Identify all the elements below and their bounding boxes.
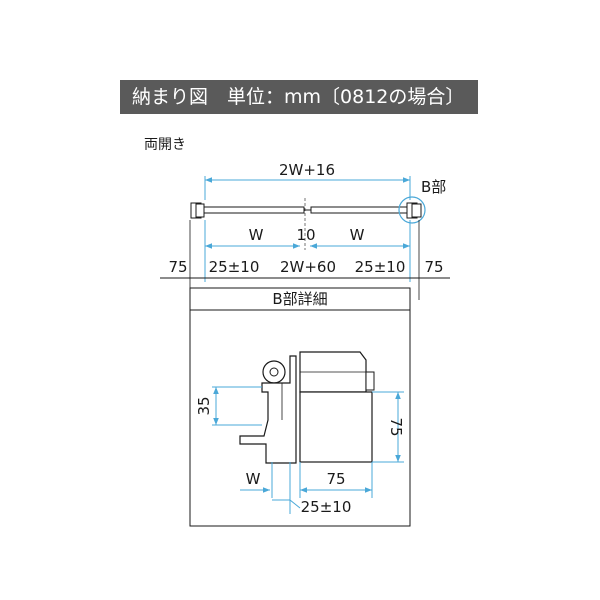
detail-height-75: 75 — [387, 417, 405, 436]
dim-center: 2W+60 — [280, 258, 336, 276]
dim-left-75: 75 — [168, 258, 187, 276]
b-part-callout: B部 — [398, 178, 446, 224]
dim-left-offset: 25±10 — [209, 258, 260, 276]
b-part-detail: B部詳細 35 75 75 W 25±10 — [189, 287, 411, 527]
dim-right-75: 75 — [424, 258, 443, 276]
detail-offset: 25±10 — [301, 498, 352, 516]
panel-gap-label: 10 — [296, 226, 315, 244]
overall-width-label: 2W+16 — [279, 161, 335, 179]
detail-title: B部詳細 — [272, 290, 327, 308]
detail-w-label: W — [246, 470, 261, 488]
detail-width-75: 75 — [326, 470, 345, 488]
panel-dimensions: W 10 W — [204, 220, 411, 282]
panel-left-label: W — [249, 226, 264, 244]
header-title: 納まり図 単位：mm〔0812の場合〕 — [132, 86, 465, 108]
detail-height-35: 35 — [195, 396, 213, 415]
section-label: 両開き — [144, 137, 186, 153]
door-rail — [190, 198, 422, 250]
header-banner: 納まり図 単位：mm〔0812の場合〕 — [120, 80, 478, 114]
dim-right-offset: 25±10 — [355, 258, 406, 276]
panel-right-label: W — [350, 226, 365, 244]
installation-dimension-row: 75 25±10 2W+60 25±10 75 — [160, 220, 450, 300]
b-part-label: B部 — [421, 178, 446, 196]
overall-width-dimension: 2W+16 — [204, 161, 411, 200]
